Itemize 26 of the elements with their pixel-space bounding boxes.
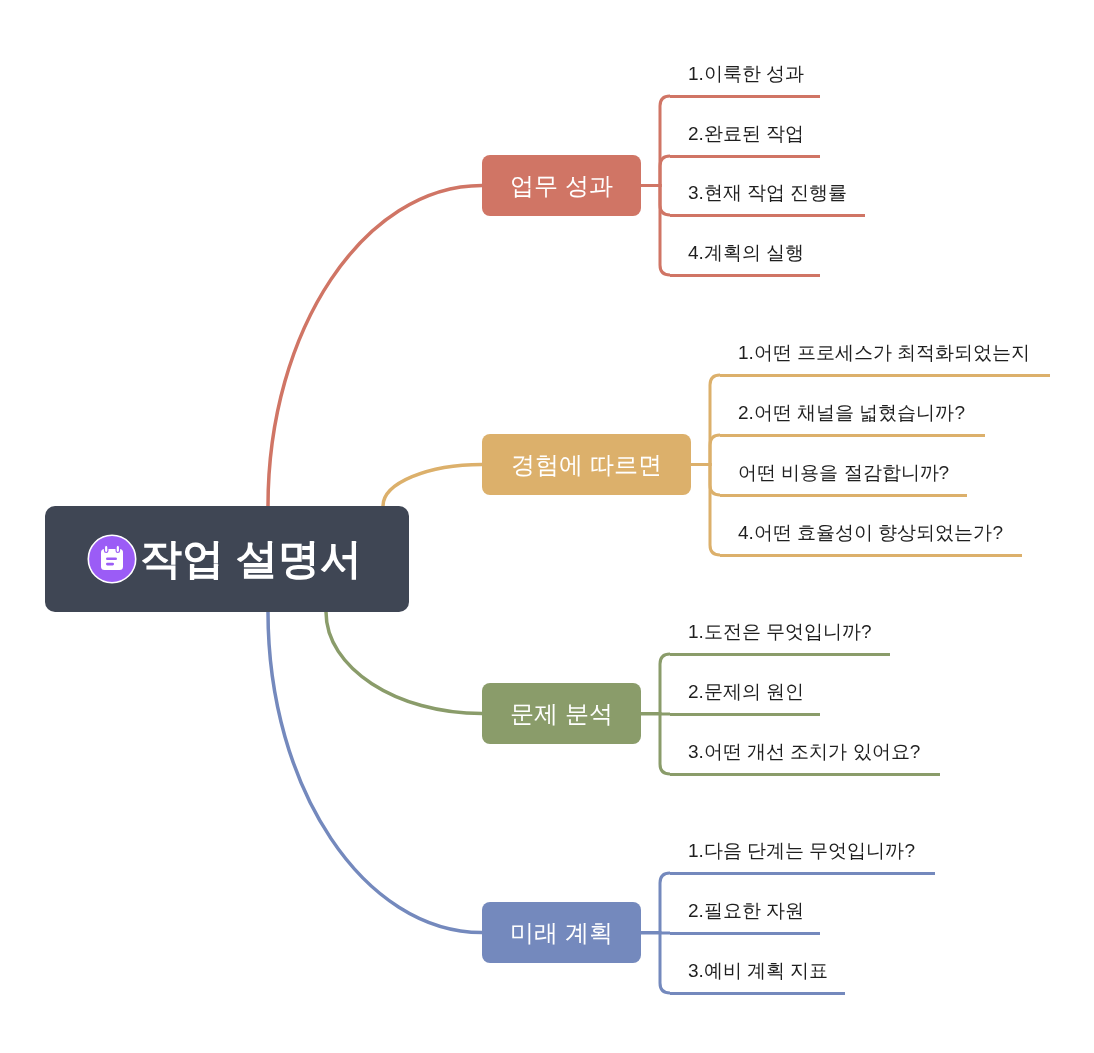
topic-box: 문제 분석 [482,683,641,744]
subtopic-item: 2.필요한 자원 [670,894,820,935]
branch-curve [381,462,483,507]
subtopic-item: 3.어떤 개선 조치가 있어요? [670,735,940,776]
root-title: 작업 설명서 [140,534,362,584]
branch-curve [266,611,483,935]
subtopic-item: 1.이룩한 성과 [670,57,820,98]
branch-curve [324,611,483,716]
subtopic-item: 어떤 비용을 절감합니까? [720,456,967,497]
topic-box: 미래 계획 [482,902,641,963]
subtopic-item: 3.예비 계획 지표 [670,954,845,995]
connector-line [641,931,670,935]
subtopic-item: 1.다음 단계는 무엇입니까? [670,834,935,875]
topic-box: 경험에 따르면 [482,434,691,495]
subtopic-item: 4.어떤 효율성이 향상되었는가? [720,516,1022,557]
root-box [45,506,409,612]
subtopic-item: 2.어떤 채널을 넓혔습니까? [720,396,985,437]
subtopic-item: 2.문제의 원인 [670,675,820,716]
connector-line [641,712,670,716]
subtopic-item: 4.계획의 실행 [670,236,820,277]
subtopic-item: 2.완료된 작업 [670,117,820,158]
subtopic-item: 3.현재 작업 진행률 [670,176,865,217]
topic-box: 업무 성과 [482,155,641,216]
subtopic-item: 1.어떤 프로세스가 최적화되었는지 [720,336,1050,377]
subtopic-item: 1.도전은 무엇입니까? [670,615,890,656]
branch-curve [266,183,483,507]
